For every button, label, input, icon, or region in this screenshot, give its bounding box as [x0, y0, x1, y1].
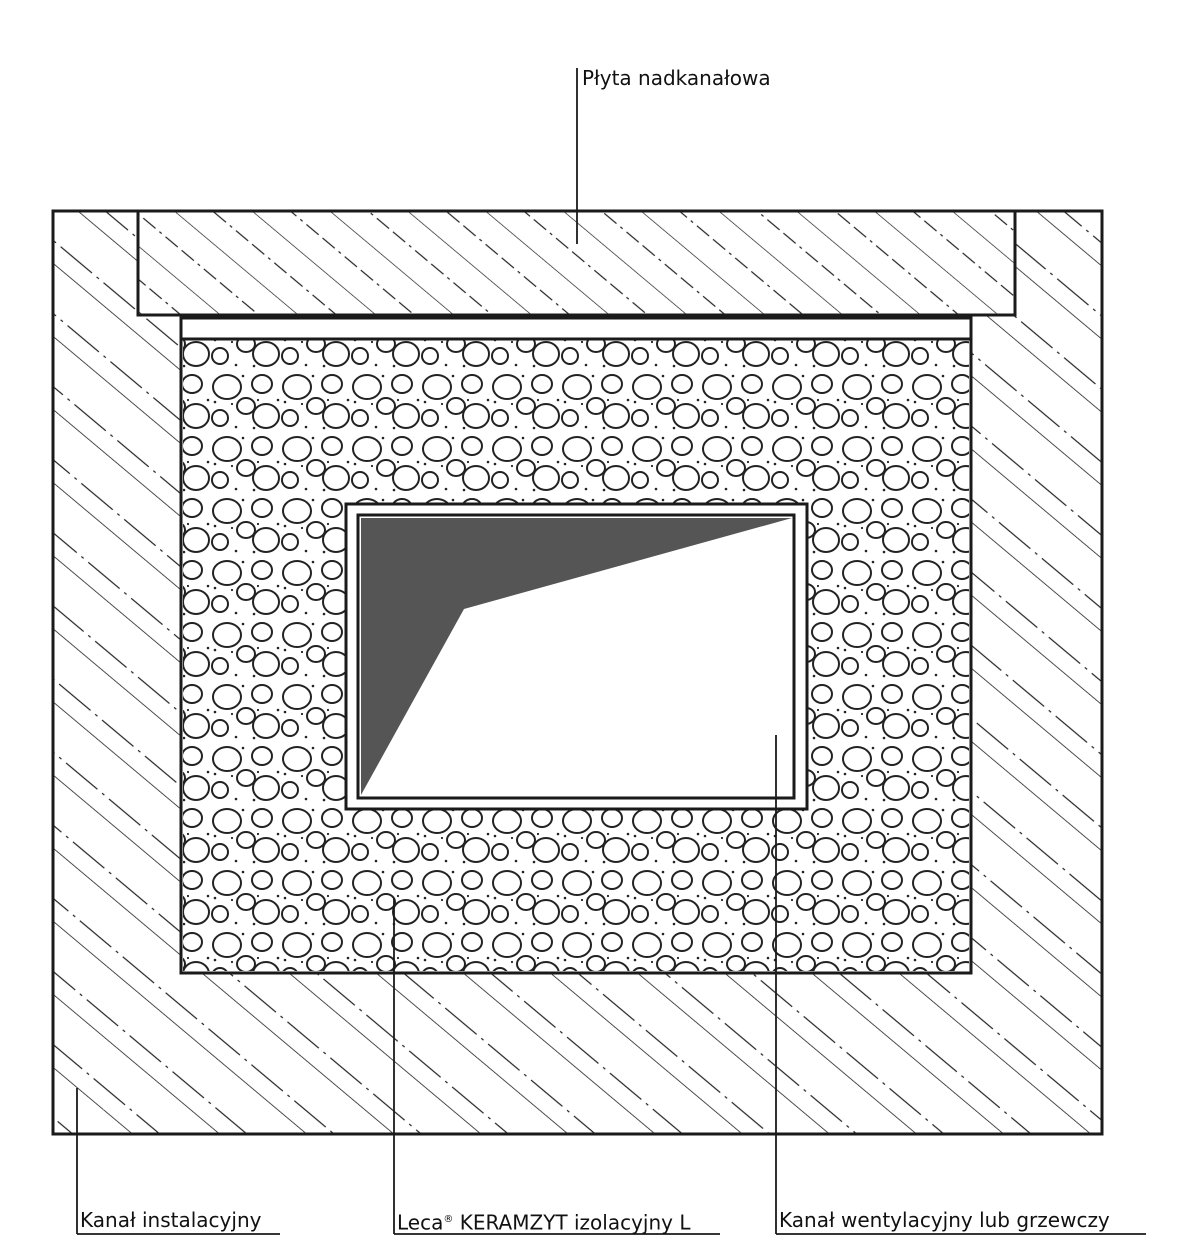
label-vent-channel: Kanał wentylacyjny lub grzewczy: [779, 1208, 1110, 1232]
label-leca-registered-mark: ®: [443, 1214, 454, 1225]
label-leca-brand: Leca: [397, 1210, 444, 1235]
label-installation-channel: Kanał instalacyjny: [80, 1208, 262, 1232]
vent-duct-shading: [361, 518, 792, 795]
label-leca-keramzyt: Leca® KERAMZYT izolacyjny L: [397, 1208, 691, 1235]
label-top-slab: Płyta nadkanałowa: [582, 66, 771, 90]
label-leca-rest: KERAMZYT izolacyjny L: [453, 1210, 691, 1235]
